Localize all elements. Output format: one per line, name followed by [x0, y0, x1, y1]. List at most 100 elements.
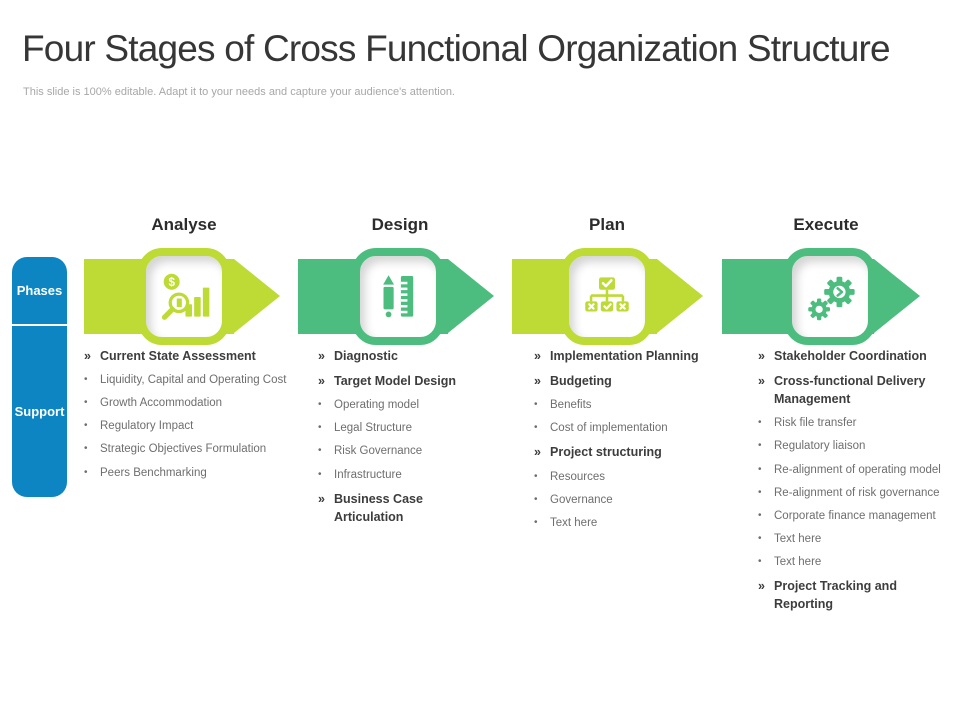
list-item-text: Operating model	[334, 399, 420, 412]
stage-icon-box	[784, 248, 876, 345]
list-item: • Growth Accommodation	[84, 395, 304, 411]
list-item-text: Strategic Objectives Formulation	[100, 443, 267, 456]
dot-bullet-icon: •	[318, 399, 322, 411]
list-item-text: Resources	[550, 470, 605, 483]
dot-bullet-icon: •	[84, 466, 88, 478]
stage-icon-box	[352, 248, 444, 345]
list-item-text: Peers Benchmarking	[100, 466, 207, 479]
dot-bullet-icon: •	[84, 420, 88, 432]
list-item: •Text here	[534, 515, 729, 531]
list-item: • Resources	[534, 469, 729, 485]
list-item: • Risk Governance	[318, 443, 488, 459]
list-item-text: Text here	[550, 516, 598, 529]
stage-label-analyse: Analyse	[151, 215, 217, 234]
list-header: » Implementation Planning	[534, 347, 729, 365]
list-item: • Infrastructure	[318, 467, 488, 483]
chevrons-bullet-icon: »	[84, 349, 91, 363]
list-header: »Cross-functional Delivery Management	[758, 372, 953, 408]
dot-bullet-icon: •	[758, 532, 762, 544]
list-item: •Corporate finance management	[758, 508, 953, 524]
list-item-text: Cost of implementation	[550, 422, 668, 435]
task-hierarchy-icon	[585, 276, 629, 311]
list-item-text: Liquidity, Capital and Operating Cost	[100, 374, 287, 387]
arrow-head-icon	[657, 259, 703, 333]
list-header: » Stakeholder Coordination	[758, 347, 953, 365]
list-item: • Re-alignment of risk governance	[758, 485, 953, 501]
dot-bullet-icon: •	[534, 399, 538, 411]
arrow-head-icon	[234, 259, 280, 333]
finance-analysis-icon: $	[161, 273, 210, 320]
chevrons-bullet-icon: »	[318, 349, 325, 363]
stage-item-list-analyse: »Current State Assessment • Liquidity, Cap…	[84, 347, 304, 488]
list-item: • Legal Structure	[318, 420, 488, 436]
chevrons-bullet-icon: »	[758, 349, 765, 363]
page-title: Four Stages of Cross Functional Organiza…	[22, 28, 891, 69]
chevrons-bullet-icon: »	[318, 491, 325, 506]
dot-bullet-icon: •	[758, 440, 762, 452]
stage-label-plan: Plan	[589, 215, 625, 234]
stage-label-design: Design	[371, 215, 429, 234]
stage-item-list-design: » Diagnostic » Target Model Design • Operatin…	[318, 347, 488, 533]
chevrons-bullet-icon: »	[534, 374, 541, 389]
arrow-head-icon	[448, 259, 494, 333]
list-item-text: Target Model Design	[334, 374, 457, 389]
list-item-text: Project structuring	[550, 445, 662, 460]
phases-bar: Phases Support	[12, 257, 67, 497]
phases-label: Phases	[12, 257, 67, 326]
list-header: »Project structuring	[534, 443, 729, 461]
dot-bullet-icon: •	[534, 470, 538, 482]
list-item-text: Re-alignment of risk governance	[774, 486, 940, 499]
arrow-head-icon	[874, 259, 920, 333]
dot-bullet-icon: •	[758, 555, 762, 567]
dot-bullet-icon: •	[534, 422, 538, 434]
list-item: • Cost of implementation	[534, 420, 729, 436]
list-item: • Text here	[758, 531, 953, 547]
list-header: » Diagnostic	[318, 347, 488, 365]
list-item-text: Legal Structure	[334, 422, 412, 435]
list-item-text: Risk file transfer	[774, 417, 857, 430]
list-item-text: Governance	[550, 493, 613, 506]
slide-subtitle: This slide is 100% editable. Adapt it to…	[23, 86, 455, 98]
chevrons-bullet-icon: »	[534, 349, 541, 363]
list-item: •Regulatory Impact	[84, 418, 304, 434]
chevrons-bullet-icon: »	[758, 579, 765, 594]
chevrons-bullet-icon: »	[758, 374, 765, 389]
list-item-text: Benefits	[550, 399, 592, 412]
stage-label-execute: Execute	[793, 215, 859, 234]
svg-text:$: $	[168, 276, 175, 289]
chevrons-bullet-icon: »	[318, 374, 325, 389]
list-item-text: Project Tracking and Reporting	[774, 579, 897, 612]
list-item-text: Implementation Planning	[550, 349, 699, 363]
pencil-ruler-icon	[383, 274, 414, 317]
list-header: » Business Case Articulation	[318, 490, 488, 526]
list-item-text: Business Case Articulation	[334, 491, 423, 524]
list-item-text: Growth Accommodation	[100, 397, 223, 410]
list-header: » Budgeting	[534, 372, 729, 390]
list-item: •Risk file transfer	[758, 415, 953, 431]
list-item-text: Risk Governance	[334, 445, 423, 458]
list-item-text: Infrastructure	[334, 468, 402, 481]
dot-bullet-icon: •	[84, 397, 88, 409]
list-item: • Governance	[534, 492, 729, 508]
dot-bullet-icon: •	[758, 486, 762, 498]
dot-bullet-icon: •	[318, 445, 322, 457]
dot-bullet-icon: •	[758, 463, 762, 475]
dot-bullet-icon: •	[534, 493, 538, 505]
dot-bullet-icon: •	[318, 422, 322, 434]
stage-item-list-execute: » Stakeholder Coordination »Cross-function…	[758, 347, 953, 620]
list-header: »Current State Assessment	[84, 347, 304, 365]
list-item-text: Re-alignment of operating model	[774, 463, 941, 476]
list-item-text: Regulatory liaison	[774, 440, 866, 453]
dot-bullet-icon: •	[318, 468, 322, 480]
stage-item-list-plan: » Implementation Planning » Budgeting • Benef…	[534, 347, 729, 538]
list-item-text: Diagnostic	[334, 349, 398, 363]
list-item-text: Budgeting	[550, 374, 612, 389]
list-item: • Peers Benchmarking	[84, 465, 304, 481]
list-item: • Operating model	[318, 397, 488, 413]
dot-bullet-icon: •	[84, 443, 88, 455]
list-item-text: Stakeholder Coordination	[774, 349, 927, 363]
list-item: • Benefits	[534, 397, 729, 413]
list-item-text: Text here	[774, 532, 822, 545]
stage-icon-box: $	[138, 248, 230, 345]
